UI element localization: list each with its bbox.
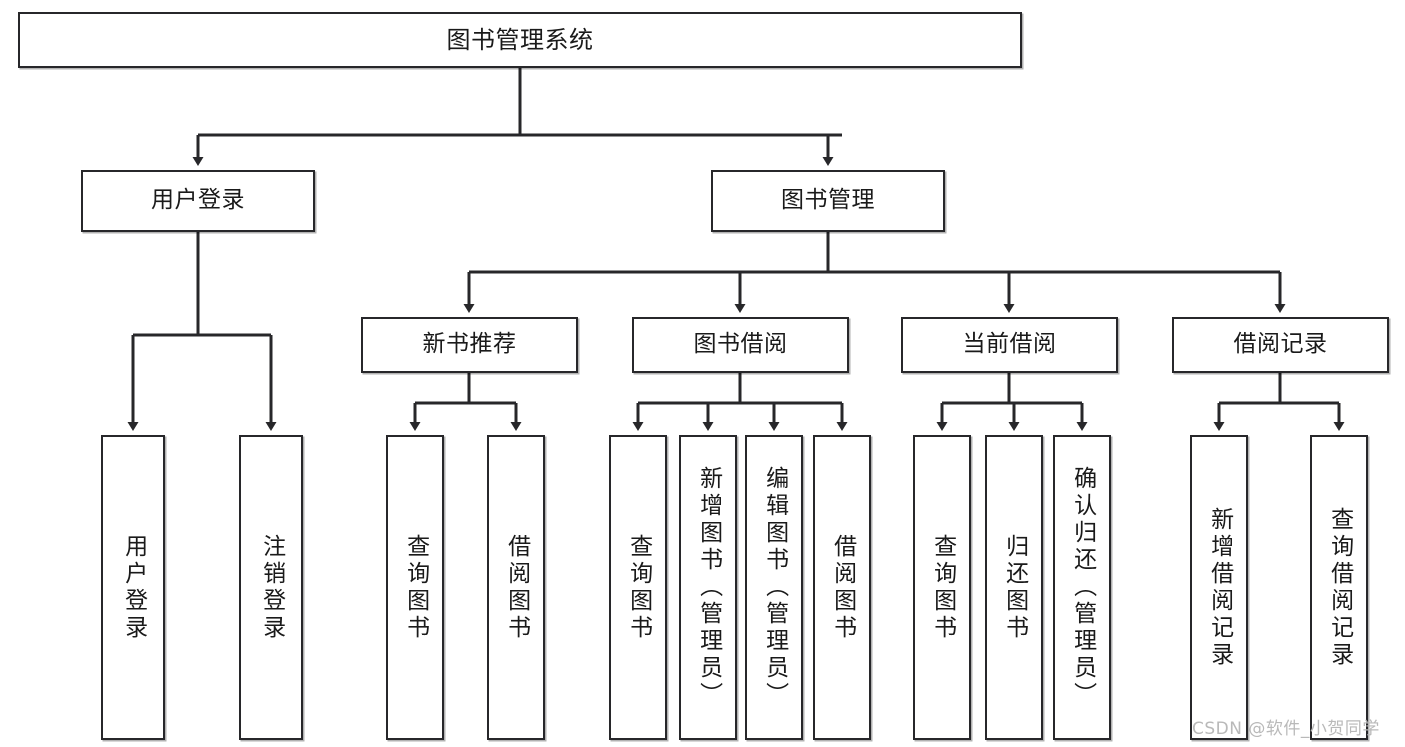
node-leaf-add-book[interactable]: 新增图书（管理员） xyxy=(679,435,737,740)
node-leaf-edit-book[interactable]: 编辑图书（管理员） xyxy=(745,435,803,740)
node-leaf-query-book-3[interactable]: 查询图书 xyxy=(913,435,971,740)
node-book-management[interactable]: 图书管理 xyxy=(711,170,945,232)
node-leaf-return-book[interactable]: 归还图书 xyxy=(985,435,1043,740)
node-leaf-user-login[interactable]: 用户登录 xyxy=(101,435,165,740)
node-leaf-query-record[interactable]: 查询借阅记录 xyxy=(1310,435,1368,740)
node-book-borrow[interactable]: 图书借阅 xyxy=(632,317,849,373)
node-leaf-query-book-1[interactable]: 查询图书 xyxy=(386,435,444,740)
node-leaf-logout[interactable]: 注销登录 xyxy=(239,435,303,740)
node-leaf-query-book-2[interactable]: 查询图书 xyxy=(609,435,667,740)
node-user-login[interactable]: 用户登录 xyxy=(81,170,315,232)
node-new-book-recommend[interactable]: 新书推荐 xyxy=(361,317,578,373)
node-leaf-confirm-return[interactable]: 确认归还（管理员） xyxy=(1053,435,1111,740)
node-root-system[interactable]: 图书管理系统 xyxy=(18,12,1022,68)
csdn-watermark: CSDN @软件_小贺同学 xyxy=(1192,719,1380,739)
node-borrow-record[interactable]: 借阅记录 xyxy=(1172,317,1389,373)
node-current-borrow[interactable]: 当前借阅 xyxy=(901,317,1118,373)
node-leaf-borrow-book-2[interactable]: 借阅图书 xyxy=(813,435,871,740)
node-leaf-borrow-book-1[interactable]: 借阅图书 xyxy=(487,435,545,740)
node-leaf-add-record[interactable]: 新增借阅记录 xyxy=(1190,435,1248,740)
